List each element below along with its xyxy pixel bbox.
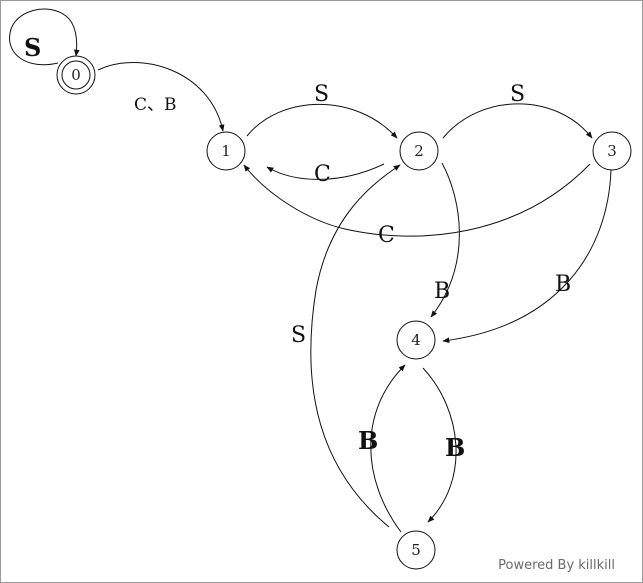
edge-label-5-2: S xyxy=(291,323,306,348)
edge-2-3 xyxy=(442,103,593,139)
edge-0-0 xyxy=(9,8,80,66)
edge-3-4 xyxy=(442,169,612,343)
edge-2-1 xyxy=(266,163,385,180)
edge-label-1-2: S xyxy=(314,82,329,107)
state-0: 0 xyxy=(56,55,96,95)
state-5: 5 xyxy=(396,530,436,570)
state-5-label: 5 xyxy=(411,541,421,559)
edge-label-2-4: B xyxy=(434,279,450,304)
state-1: 1 xyxy=(206,131,246,171)
edge-label-0-0: S xyxy=(24,33,41,62)
edge-0-1 xyxy=(97,62,225,132)
edge-label-4-5: B xyxy=(445,433,465,462)
edge-2-4 xyxy=(430,162,460,318)
state-2: 2 xyxy=(399,131,439,171)
edge-1-2 xyxy=(246,103,398,139)
state-4: 4 xyxy=(396,320,436,360)
state-0-label: 0 xyxy=(71,66,81,84)
edge-label-0-1: C、B xyxy=(134,95,177,115)
state-3: 3 xyxy=(592,131,632,171)
edge-label-2-1: C xyxy=(314,162,331,187)
edge-4-5 xyxy=(422,367,457,523)
edge-label-3-4: B xyxy=(555,272,571,297)
state-4-label: 4 xyxy=(411,331,421,349)
edge-5-2 xyxy=(310,164,401,528)
state-1-label: 1 xyxy=(221,142,231,160)
edge-label-2-3: S xyxy=(510,82,525,107)
edge-label-5-4: B xyxy=(358,426,378,455)
watermark: Powered By killkill xyxy=(498,558,615,573)
edge-label-3-1: C xyxy=(378,223,395,248)
edge-5-4 xyxy=(370,364,406,533)
state-2-label: 2 xyxy=(414,142,424,160)
state-3-label: 3 xyxy=(607,142,617,160)
edge-3-1 xyxy=(243,163,591,237)
